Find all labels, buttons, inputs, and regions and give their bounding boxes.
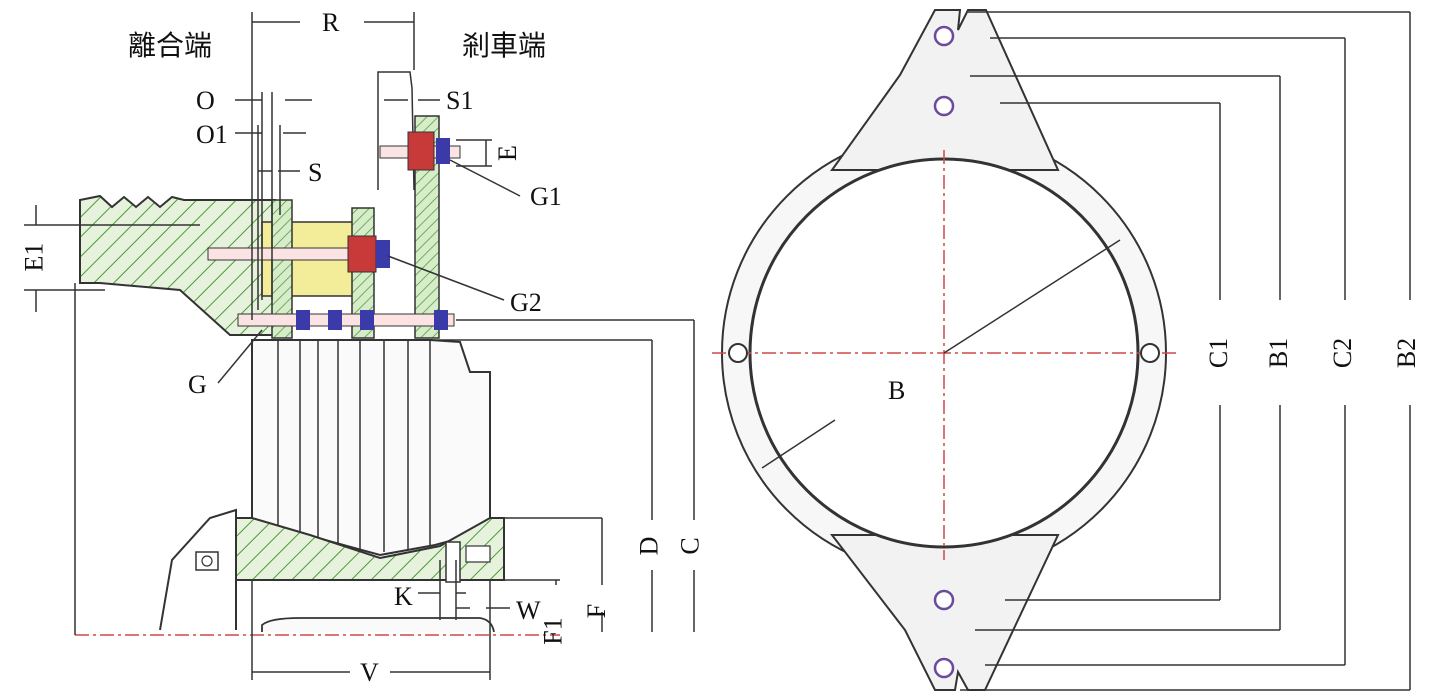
dim-label-O1: O1 [196,120,228,149]
dimension-lines [24,12,695,680]
clutch-hub-section [79,194,276,336]
dim-label-W: W [516,596,541,625]
dim-label-C2: C2 [1328,337,1358,369]
set-screw [465,545,491,563]
nut-g-blue-4 [434,310,448,330]
dim-label-D: D [634,536,664,556]
bottom-arm [829,534,1060,691]
brake-housing [377,71,415,191]
dim-label-C: C [675,537,705,555]
bolt-g [237,313,455,327]
dim-label-C1: C1 [1204,337,1234,369]
nut-g1-blue [436,138,450,164]
dim-label-G2: G2 [510,288,542,317]
brake-side-label: 剎車端 [462,29,547,62]
dim-label-R: R [322,8,340,37]
radius-arrow [943,239,1121,354]
nut-g-blue-2 [328,310,342,330]
front-dimension-lines [960,11,1411,691]
nut-g1 [407,131,435,171]
dim-label-B1: B1 [1264,337,1294,369]
shaft-coupling [159,508,237,631]
nut-g2 [347,235,377,273]
bearing [195,551,219,571]
dim-label-S1: S1 [446,86,474,115]
bolt-holes [933,25,955,679]
nut-g2-blue [376,240,390,268]
clutch-side-label: 離合端 [128,29,213,62]
nut-g-blue [296,310,310,330]
dim-label-K: K [394,582,413,611]
dim-label-G1: G1 [530,182,562,211]
dim-label-B2: B2 [1392,337,1422,369]
front-view [712,9,1411,691]
dim-label-B: B [888,376,906,405]
drum-body [251,339,491,557]
dim-label-E1: E1 [19,242,49,272]
dim-label-V: V [360,658,379,687]
dim-label-E: E [492,145,522,161]
side-hole-right [1140,343,1160,363]
dim-label-F1: F1 [538,617,568,645]
nut-g-blue-3 [360,310,374,330]
dim-label-G: G [188,370,207,399]
side-hole-left [728,343,748,363]
side-section-view [24,12,695,680]
diameter-arrow [761,419,836,469]
shaft-boss [261,617,495,633]
dim-label-S: S [308,158,323,187]
dim-label-F: F [582,603,612,619]
key [445,541,461,583]
dim-label-O: O [196,86,215,115]
lower-hub-section [235,517,505,581]
